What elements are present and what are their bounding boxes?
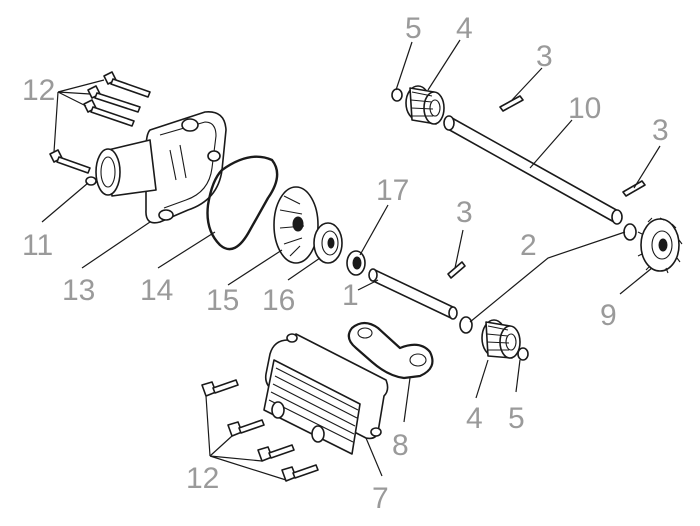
drive-gear	[623, 217, 683, 274]
callout-8: 8	[392, 429, 409, 462]
callout-17: 17	[376, 174, 409, 207]
callout-12-upper: 12	[22, 74, 55, 107]
callout-5-upper: 5	[405, 12, 422, 45]
callout-2: 2	[520, 229, 537, 262]
pump-housing	[95, 111, 227, 224]
callout-9: 9	[600, 299, 617, 332]
callout-3-lower: 3	[456, 196, 473, 229]
callout-4-lower: 4	[466, 402, 483, 435]
pin-lower	[447, 261, 466, 279]
callout-3-right: 3	[652, 114, 669, 147]
impeller	[273, 186, 319, 264]
callout-4-upper: 4	[456, 12, 473, 45]
callout-16: 16	[262, 284, 295, 317]
seal-ring	[346, 250, 366, 276]
callout-labels: 12 11 13 14 15 16 17 1 3 2 9 3 10 3 4 5 …	[22, 12, 669, 515]
callout-7: 7	[372, 482, 389, 515]
leader-lines	[41, 39, 661, 481]
mechanical-seal	[313, 222, 343, 264]
cooler-gasket	[347, 321, 434, 380]
upper-gear-set	[391, 85, 445, 125]
gasket	[206, 155, 279, 251]
lower-shaft	[368, 268, 458, 320]
pin-upper-left	[499, 95, 524, 112]
housing-bolts	[49, 71, 151, 186]
callout-5-lower: 5	[508, 402, 525, 435]
callout-15: 15	[206, 284, 239, 317]
pin-upper-right	[622, 180, 646, 197]
callout-13: 13	[62, 274, 95, 307]
callout-12-lower: 12	[186, 462, 219, 495]
cooler-bolts	[201, 379, 319, 482]
upper-shaft	[443, 115, 623, 225]
callout-11: 11	[22, 229, 53, 262]
callout-3-top: 3	[536, 40, 553, 73]
callout-14: 14	[140, 274, 173, 307]
callout-1: 1	[342, 279, 359, 312]
lower-gear-set	[459, 316, 529, 361]
callout-10: 10	[568, 92, 601, 125]
oil-cooler	[263, 333, 389, 455]
